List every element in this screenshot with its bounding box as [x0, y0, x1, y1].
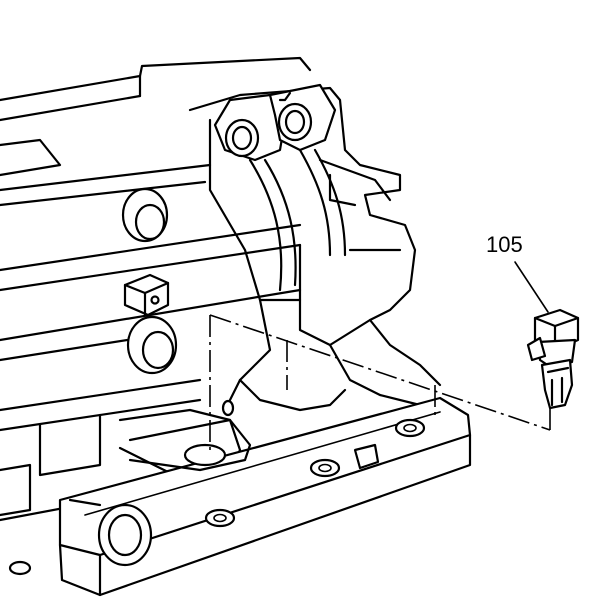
selector-levers [213, 83, 347, 292]
callout-105: 105 [486, 232, 549, 313]
sensor-105 [526, 308, 580, 410]
installation-guide-line [209, 314, 551, 455]
case-plugs [121, 187, 178, 375]
callout-label: 105 [486, 232, 523, 257]
oil-pan-flange [8, 396, 472, 597]
transmission-case [0, 56, 442, 522]
callout-leader-line [514, 261, 549, 313]
sensor-mounting-area [128, 399, 252, 472]
